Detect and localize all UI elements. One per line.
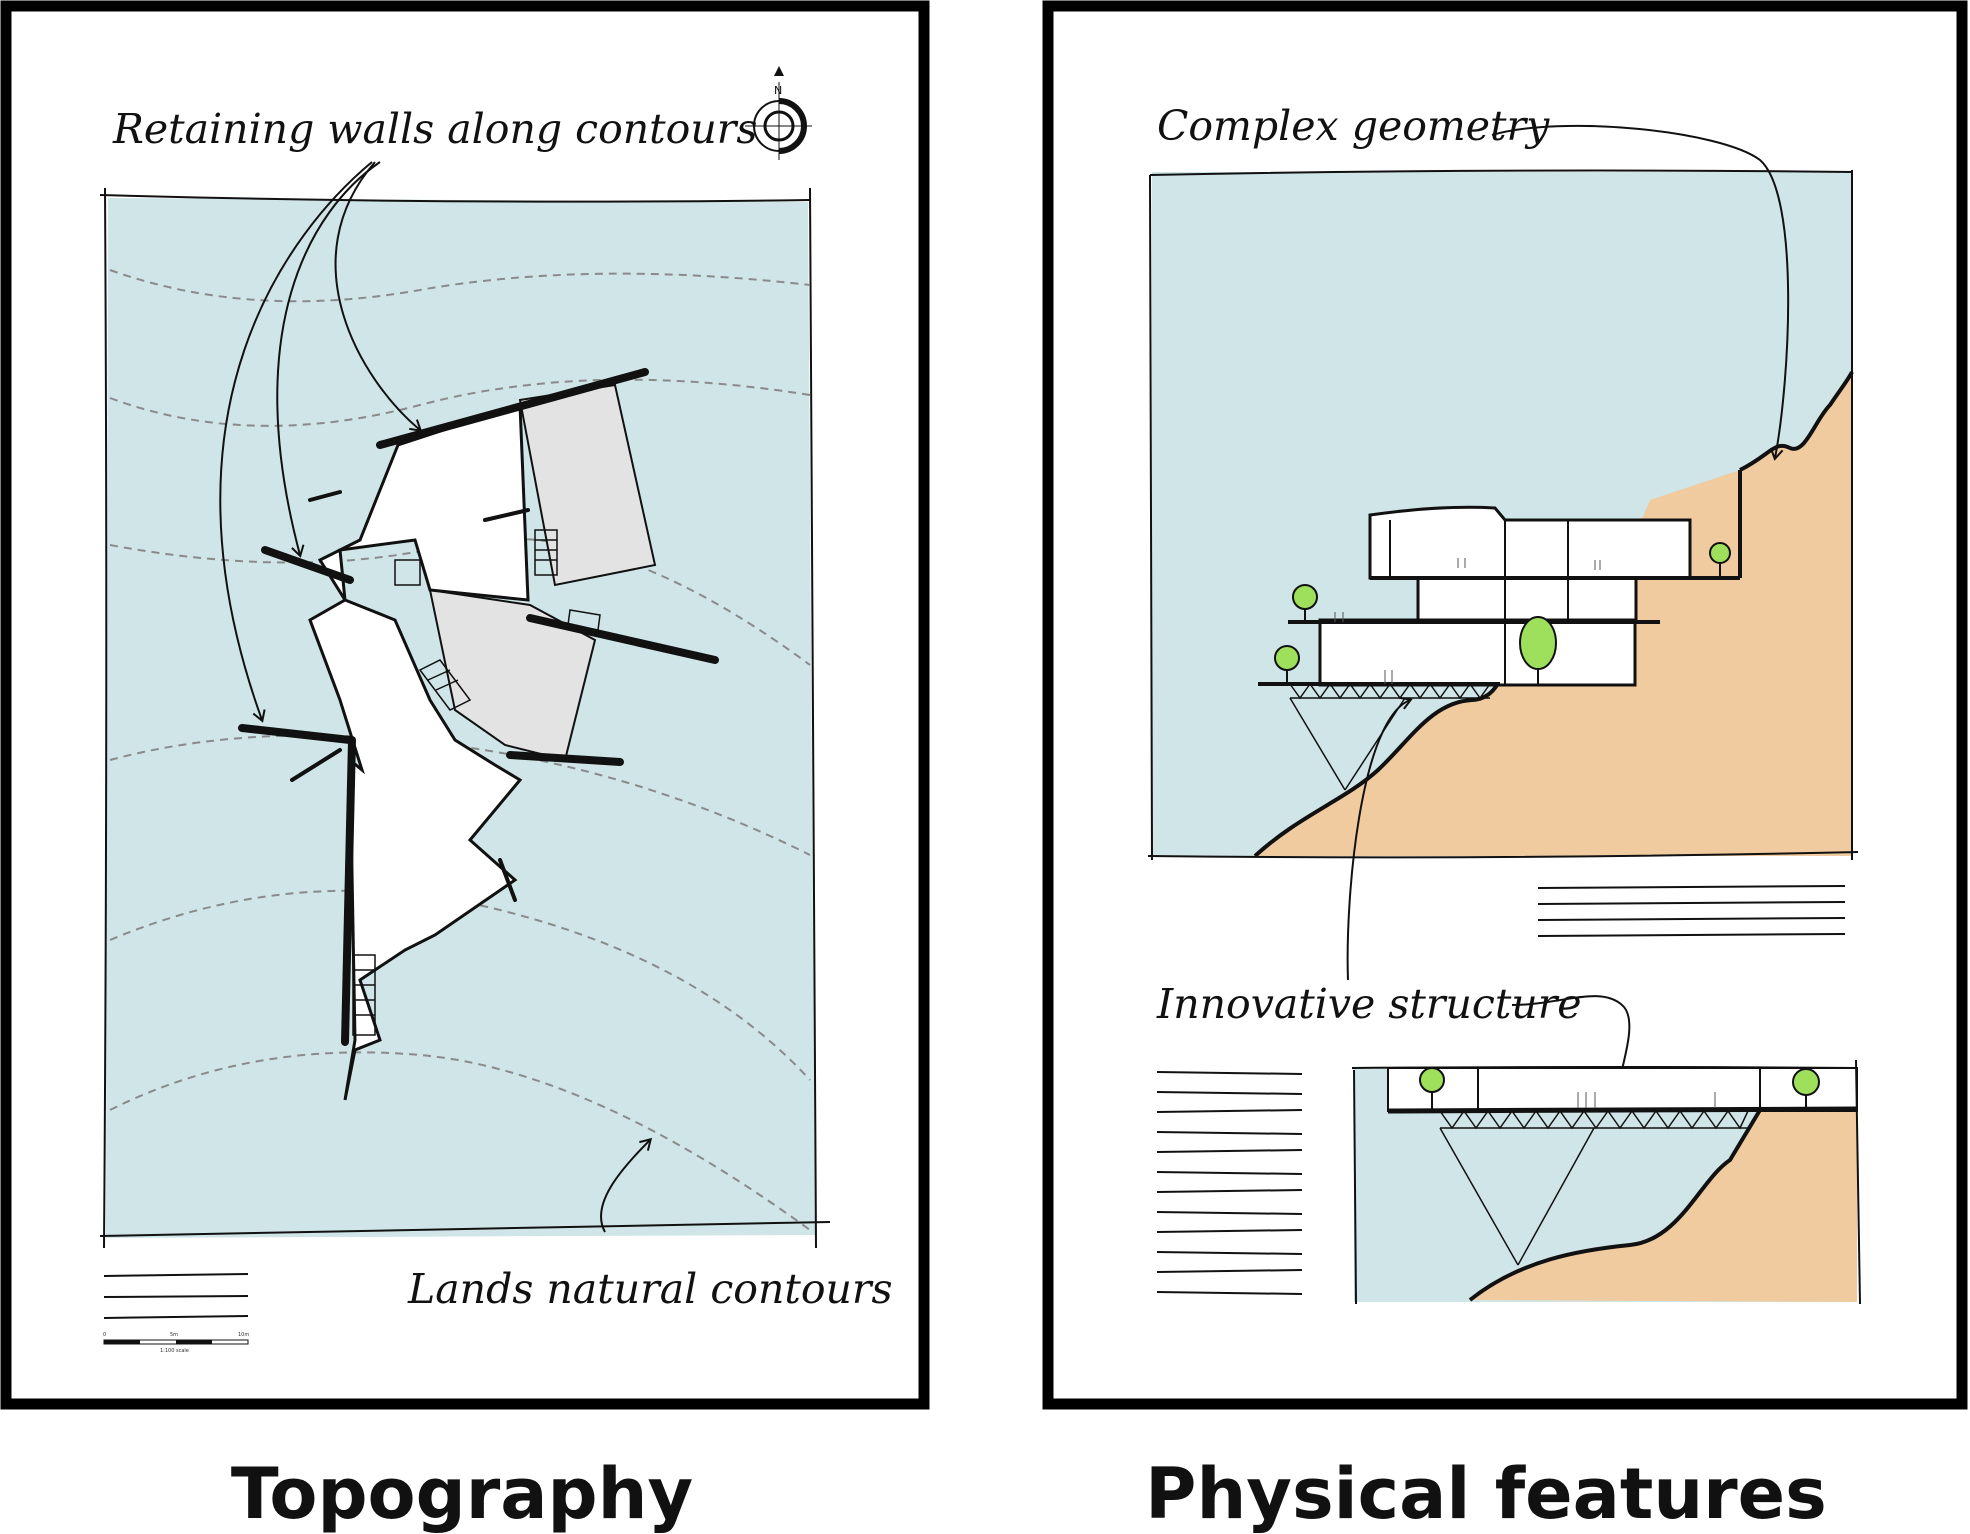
innovative-structure-arrow-up (1346, 696, 1413, 981)
floor-plan (238, 368, 719, 1101)
site-plan-background (106, 198, 815, 1238)
retaining-walls-label: Retaining walls along contours (112, 105, 757, 153)
compass-north-label: N (774, 84, 782, 97)
scale-bar: 0 5m 10m 1:100 scale (103, 1332, 249, 1354)
trees (1274, 542, 1731, 684)
right-legend-lines-upper (1537, 885, 1846, 937)
structure-detail (1351, 1059, 1861, 1305)
right-legend-lines-lower (1156, 1071, 1303, 1295)
topography-panel: Retaining walls along contours N Lands n… (0, 0, 930, 1534)
building-section (1258, 505, 1740, 687)
retaining-walls-arrows (219, 161, 423, 723)
left-legend-lines (103, 1273, 249, 1319)
people-figures (1334, 558, 1601, 684)
terrain-ground (1255, 372, 1852, 856)
physical-features-caption: Physical features (1145, 1453, 1827, 1534)
compass-icon: N (745, 66, 812, 160)
physical-features-panel: Complex geometry Innovative structure (1042, 0, 1968, 1534)
scale-tick-1: 5m (170, 1332, 178, 1338)
natural-contours-arrow (600, 1137, 653, 1233)
scale-tick-2: 10m (238, 1332, 249, 1338)
stairs (352, 529, 601, 1036)
scale-tick-0: 0 (103, 1332, 106, 1338)
topography-caption: Topography (231, 1453, 693, 1534)
scale-label: 1:100 scale (160, 1348, 189, 1354)
truss-structure (1258, 682, 1500, 791)
natural-contours-label: Lands natural contours (407, 1265, 893, 1313)
complex-geometry-arrow (1491, 124, 1790, 461)
innovative-structure-label: Innovative structure (1156, 980, 1582, 1028)
complex-geometry-label: Complex geometry (1157, 102, 1550, 150)
